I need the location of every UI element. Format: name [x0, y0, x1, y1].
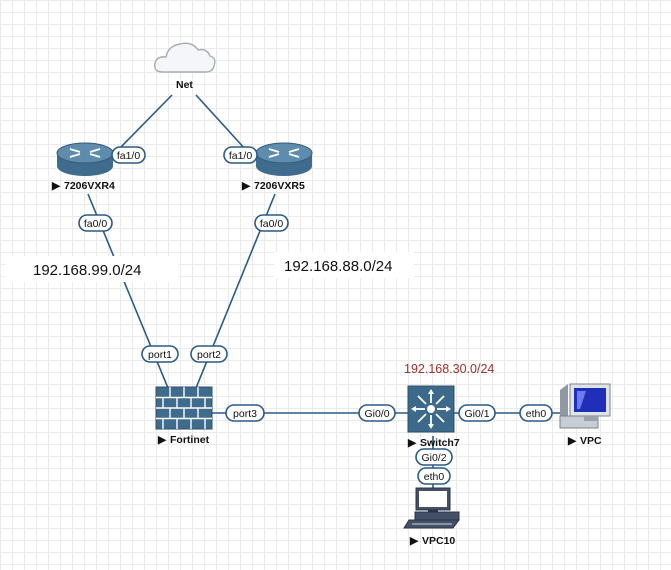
router-icon — [56, 142, 114, 176]
switch7-label: Switch7 — [420, 437, 460, 449]
port-vpc10-eth0-label: eth0 — [424, 471, 445, 483]
port-fw-port2-label: port2 — [197, 349, 221, 361]
pc-icon — [559, 383, 611, 429]
cloud-icon — [153, 42, 216, 73]
vpc-label: VPC — [580, 435, 602, 447]
subnet-88-background — [274, 252, 414, 278]
port-r4-fa10[interactable]: fa1/0 — [111, 146, 146, 164]
port-vpc10-eth0[interactable]: eth0 — [417, 467, 451, 485]
port-sw-gi01[interactable]: Gi0/1 — [458, 404, 496, 422]
vpc-play-icon[interactable]: ▶ — [567, 435, 577, 447]
node-cloud[interactable]: Net — [153, 42, 216, 91]
port-r4-fa00[interactable]: fa0/0 — [78, 214, 113, 232]
port-r4-fa10-label: fa1/0 — [117, 150, 141, 162]
router5-play-icon[interactable]: ▶ — [241, 180, 251, 192]
firewall-icon — [155, 386, 213, 430]
node-vpc[interactable]: ▶ VPC — [559, 383, 611, 447]
fortinet-label: Fortinet — [170, 434, 210, 446]
link-cloud-router4[interactable] — [117, 94, 173, 151]
switch7-play-icon[interactable]: ▶ — [407, 437, 417, 449]
port-sw-gi02[interactable]: Gi0/2 — [415, 448, 453, 466]
port-sw-gi02-label: Gi0/2 — [421, 452, 446, 464]
router5-label: 7206VXR5 — [254, 180, 305, 192]
port-fw-port3-label: port3 — [233, 408, 257, 420]
subnet-88-label: 192.168.88.0/24 — [284, 258, 392, 275]
subnet-99-label: 192.168.99.0/24 — [33, 262, 141, 279]
port-r5-fa00-label: fa0/0 — [260, 218, 284, 230]
port-vpc-eth0-label: eth0 — [526, 408, 547, 420]
port-fw-port1-label: port1 — [148, 349, 172, 361]
subnet-30-label: 192.168.30.0/24 — [404, 362, 494, 376]
port-sw-gi00-label: Gi0/0 — [364, 408, 389, 420]
port-r4-fa00-label: fa0/0 — [84, 218, 108, 230]
port-r5-fa00[interactable]: fa0/0 — [254, 214, 289, 232]
node-fortinet[interactable]: ▶ Fortinet — [155, 386, 213, 446]
link-cloud-router5[interactable] — [195, 94, 247, 151]
port-r5-fa10-label: fa1/0 — [229, 150, 253, 162]
node-switch7[interactable]: ▶ Switch7 — [407, 385, 460, 449]
pc-icon — [403, 487, 460, 529]
subnet-labels: 192.168.99.0/24 192.168.88.0/24 192.168.… — [6, 252, 494, 376]
node-router5[interactable]: ▶ 7206VXR5 — [241, 142, 313, 192]
router4-play-icon[interactable]: ▶ — [51, 180, 61, 192]
port-fw-port1[interactable]: port1 — [141, 345, 179, 363]
switch-icon — [407, 385, 455, 433]
port-r5-fa10[interactable]: fa1/0 — [223, 146, 258, 164]
fortinet-play-icon[interactable]: ▶ — [157, 434, 167, 446]
router4-label: 7206VXR4 — [64, 180, 115, 192]
node-vpc10[interactable]: ▶ VPC10 — [403, 487, 460, 547]
port-badges: fa1/0 fa1/0 fa0/0 fa0/0 port1 port2 port… — [78, 146, 553, 485]
port-vpc-eth0[interactable]: eth0 — [519, 404, 553, 422]
links — [87, 94, 562, 490]
port-fw-port3[interactable]: port3 — [225, 404, 265, 422]
port-sw-gi01-label: Gi0/1 — [464, 408, 489, 420]
vpc10-label: VPC10 — [422, 535, 455, 547]
port-fw-port2[interactable]: port2 — [190, 345, 228, 363]
router-icon — [255, 142, 313, 176]
vpc10-play-icon[interactable]: ▶ — [409, 535, 419, 547]
node-router4[interactable]: ▶ 7206VXR4 — [51, 142, 115, 192]
port-sw-gi00[interactable]: Gi0/0 — [358, 404, 396, 422]
cloud-label: Net — [176, 79, 193, 91]
subnet-99-background — [6, 256, 178, 282]
